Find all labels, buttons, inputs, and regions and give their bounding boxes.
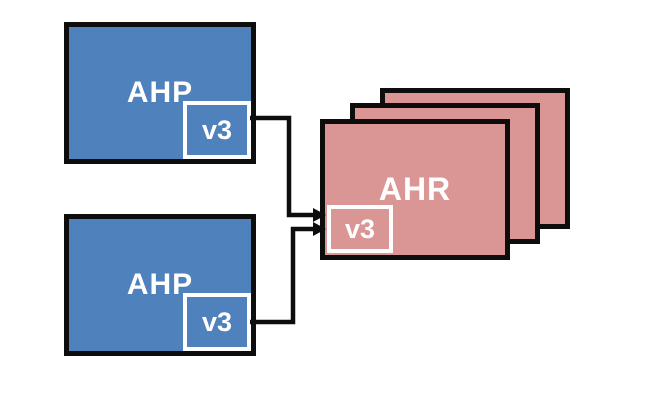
ahp-top-label: AHP [126,76,194,109]
connector-ahp-bottom-to-ahr [250,226,314,325]
ahr-version-badge: v3 [327,205,393,253]
ahp-top-version-badge: v3 [183,101,251,159]
ahp-bottom-version-label: v3 [201,306,233,337]
ahp-top-box: AHP v3 [64,22,256,164]
ahp-bottom-box: AHP v3 [64,214,256,356]
ahr-front-box: AHR v3 [320,119,510,260]
connector-ahp-top-to-ahr [250,115,314,218]
ahp-bottom-label: AHP [126,268,194,301]
ahp-top-version-label: v3 [201,114,233,145]
ahr-version-label: v3 [344,213,376,244]
ahp-bottom-version-badge: v3 [183,293,251,351]
ahr-label: AHR [378,171,452,207]
